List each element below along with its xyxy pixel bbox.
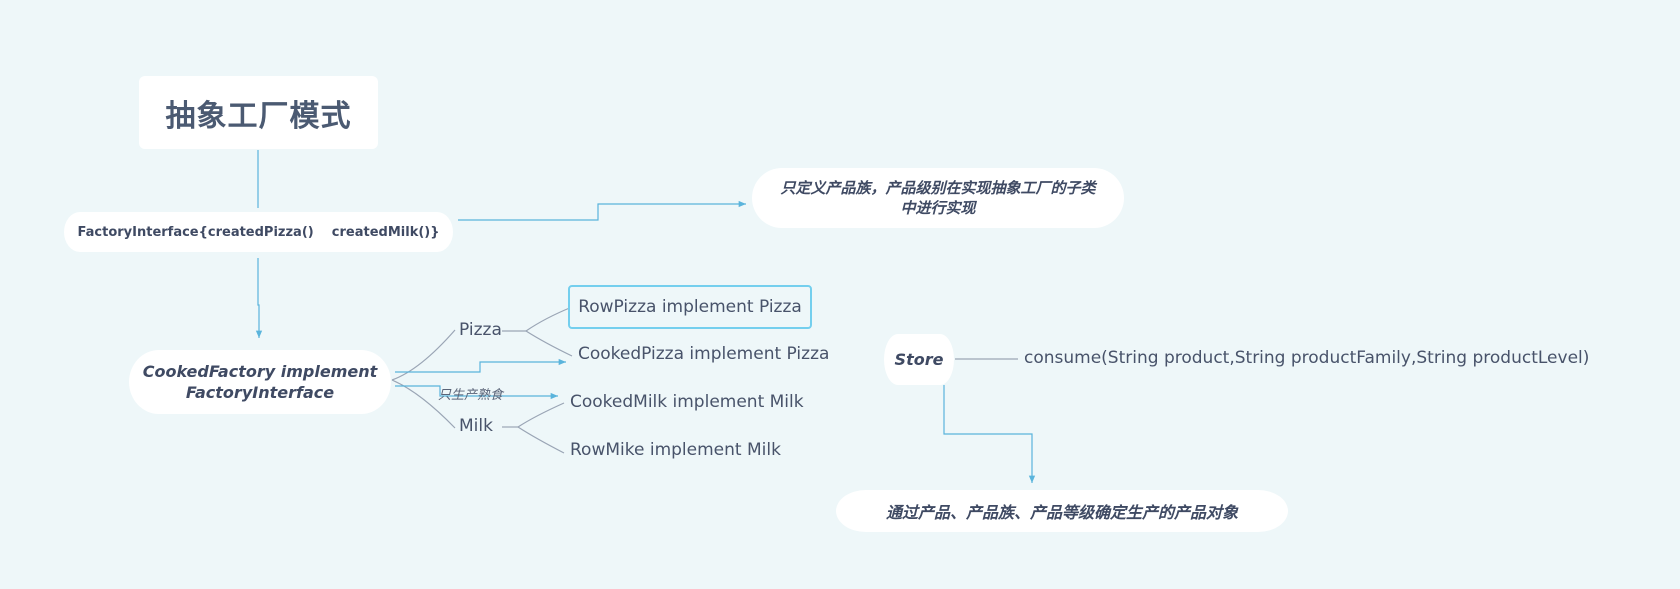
rowpizza-text: RowPizza implement Pizza [578, 297, 802, 317]
cookedpizza-node[interactable]: CookedPizza implement Pizza [578, 344, 830, 364]
store-method-node[interactable]: consume(String product,String productFam… [1024, 348, 1590, 368]
link-pizza-rowpizza [525, 306, 573, 332]
product-family-note[interactable]: 只定义产品族，产品级别在实现抽象工厂的子类 中进行实现 [752, 168, 1124, 228]
store-label: Store [894, 350, 944, 369]
store-note[interactable]: 通过产品、产品族、产品等级确定生产的产品对象 [836, 490, 1288, 532]
cooked-factory-line2: FactoryInterface [185, 383, 335, 402]
relation-label: 只生产熟食 [438, 388, 504, 403]
factory-interface-text: FactoryInterface{createdPizza() createdM… [77, 224, 440, 240]
product-family-note-line2: 中进行实现 [900, 199, 976, 217]
link-cooked-pizza [391, 329, 456, 381]
pizza-node[interactable]: Pizza [459, 320, 502, 340]
link-milk-rowmike [517, 426, 565, 454]
product-family-note-line1: 只定义产品族，产品级别在实现抽象工厂的子类 [780, 179, 1096, 197]
link-relation-cookedmilk [395, 385, 558, 400]
cookedmilk-node[interactable]: CookedMilk implement Milk [570, 392, 804, 412]
store-note-text: 通过产品、产品族、产品等级确定生产的产品对象 [885, 503, 1238, 522]
milk-node[interactable]: Milk [459, 416, 493, 436]
rowmike-node[interactable]: RowMike implement Milk [570, 440, 781, 460]
link-factory-cooked [255, 258, 263, 338]
link-cooked-milk [391, 379, 456, 429]
cooked-factory-line1: CookedFactory implement [142, 362, 378, 381]
root-topic[interactable]: 抽象工厂模式 [139, 76, 378, 149]
link-milk-cookedmilk [517, 402, 565, 428]
factory-interface-node[interactable]: FactoryInterface{createdPizza() createdM… [64, 212, 453, 252]
cooked-factory-node[interactable]: CookedFactory implement FactoryInterface [129, 350, 391, 414]
link-store-note [943, 385, 1036, 483]
root-title: 抽象工厂模式 [165, 98, 352, 134]
link-factory-note [458, 200, 746, 221]
link-relation-cookedpizza [395, 358, 566, 373]
store-node[interactable]: Store [884, 334, 954, 385]
link-pizza-cookedpizza [525, 330, 573, 357]
rowpizza-node[interactable]: RowPizza implement Pizza [568, 285, 812, 329]
